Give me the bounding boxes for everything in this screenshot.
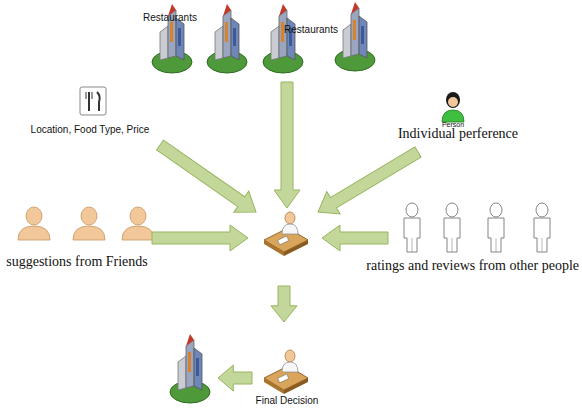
block-arrow (271, 286, 297, 322)
block-arrow (274, 82, 300, 208)
block-arrow (218, 365, 252, 391)
icon-label: Restaurants (143, 12, 197, 23)
criteria-label: Location, Food Type, Price (31, 124, 150, 135)
block-arrow (322, 225, 388, 251)
icon-label: Restaurants (284, 24, 338, 35)
block-arrow (152, 225, 248, 251)
input-label: suggestions from Friends (6, 254, 148, 269)
block-arrow (311, 141, 424, 223)
input-label: Individual perference (398, 126, 518, 141)
input-label: ratings and reviews from other people (366, 258, 579, 273)
block-arrow (153, 134, 264, 222)
output-label: Final Decision (256, 395, 319, 406)
